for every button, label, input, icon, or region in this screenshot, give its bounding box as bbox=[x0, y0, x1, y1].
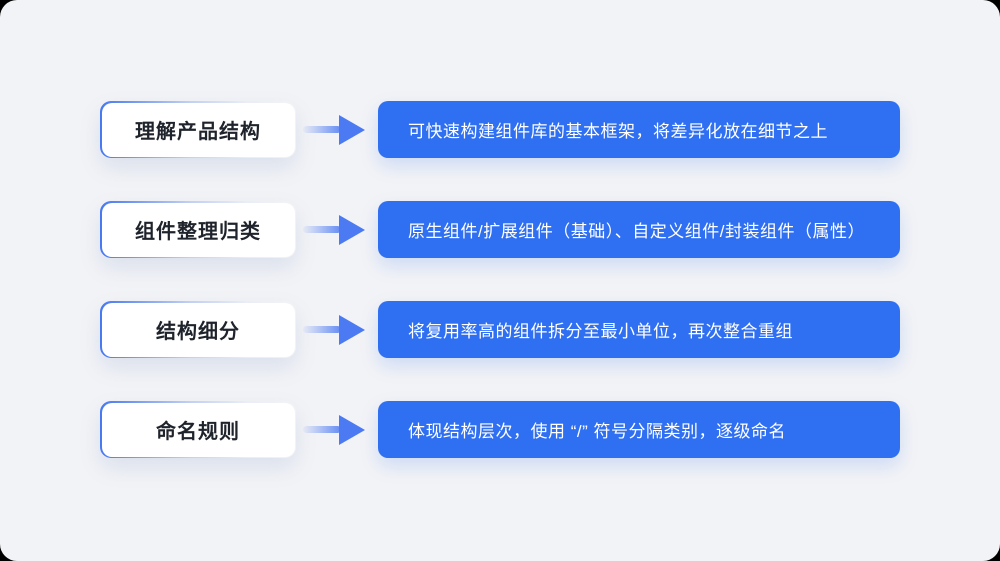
step-label-box: 命名规则 bbox=[100, 401, 296, 458]
step-label-box: 结构细分 bbox=[100, 301, 296, 358]
step-label: 理解产品结构 bbox=[135, 121, 261, 143]
step-description: 原生组件/扩展组件（基础）、自定义组件/封装组件（属性） bbox=[408, 222, 865, 241]
process-row-naming-rules: 命名规则 体现结构层次，使用 “/” 符号分隔类别，逐级命名 bbox=[100, 401, 900, 458]
step-label: 组件整理归类 bbox=[135, 221, 261, 243]
process-rows: 理解产品结构 可快速构建组件库的基本框架，将差异化放在细节之上 组件整理归类 bbox=[100, 101, 900, 458]
arrow-right-icon bbox=[303, 414, 365, 445]
step-label: 结构细分 bbox=[156, 321, 240, 343]
arrow-right-icon bbox=[303, 114, 365, 145]
process-row-understand-structure: 理解产品结构 可快速构建组件库的基本框架，将差异化放在细节之上 bbox=[100, 101, 900, 158]
step-description: 可快速构建组件库的基本框架，将差异化放在细节之上 bbox=[408, 122, 828, 141]
arrow-right-icon bbox=[303, 314, 365, 345]
process-row-organize-components: 组件整理归类 原生组件/扩展组件（基础）、自定义组件/封装组件（属性） bbox=[100, 201, 900, 258]
step-label-box: 理解产品结构 bbox=[100, 101, 296, 158]
arrow-right-icon bbox=[303, 214, 365, 245]
step-description: 将复用率高的组件拆分至最小单位，再次整合重组 bbox=[408, 322, 793, 341]
step-description-box: 将复用率高的组件拆分至最小单位，再次整合重组 bbox=[378, 301, 900, 358]
step-description-box: 原生组件/扩展组件（基础）、自定义组件/封装组件（属性） bbox=[378, 201, 900, 258]
step-label-box: 组件整理归类 bbox=[100, 201, 296, 258]
step-description-box: 可快速构建组件库的基本框架，将差异化放在细节之上 bbox=[378, 101, 900, 158]
step-label: 命名规则 bbox=[156, 421, 240, 443]
process-row-structure-subdivision: 结构细分 将复用率高的组件拆分至最小单位，再次整合重组 bbox=[100, 301, 900, 358]
step-description: 体现结构层次，使用 “/” 符号分隔类别，逐级命名 bbox=[408, 422, 786, 441]
step-description-box: 体现结构层次，使用 “/” 符号分隔类别，逐级命名 bbox=[378, 401, 900, 458]
